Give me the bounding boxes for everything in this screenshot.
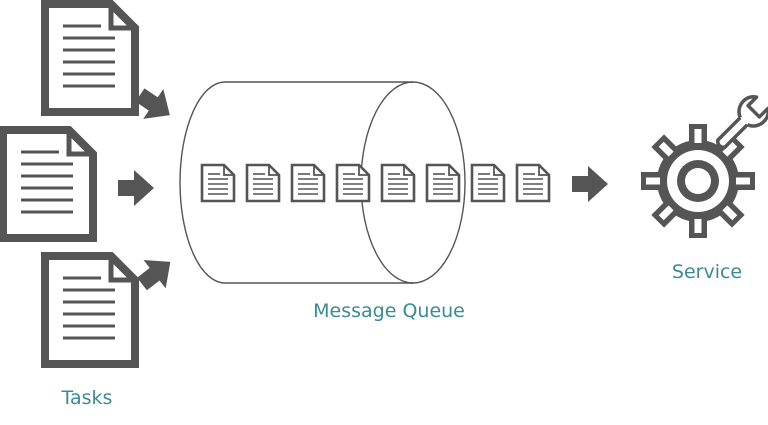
tasks-label: Tasks	[61, 387, 113, 409]
message-document-icon	[380, 163, 416, 203]
arrow-right-icon	[118, 170, 154, 206]
message-document-icon	[515, 163, 551, 203]
task-document-icon-1	[45, 4, 135, 112]
message-document-icon	[425, 163, 461, 203]
message-document-icon	[290, 163, 326, 203]
service-label: Service	[671, 261, 743, 283]
wrench-icon	[715, 95, 768, 150]
arrow-right-icon	[572, 166, 608, 202]
gear-icon	[641, 124, 755, 238]
queue-label: Message Queue	[313, 300, 465, 322]
task-document-icon-2	[3, 130, 93, 238]
message-document-icon	[470, 163, 506, 203]
queued-messages	[200, 163, 551, 203]
message-document-icon	[335, 163, 371, 203]
task-document-icon-3	[45, 256, 135, 364]
message-document-icon	[245, 163, 281, 203]
message-document-icon	[200, 163, 236, 203]
